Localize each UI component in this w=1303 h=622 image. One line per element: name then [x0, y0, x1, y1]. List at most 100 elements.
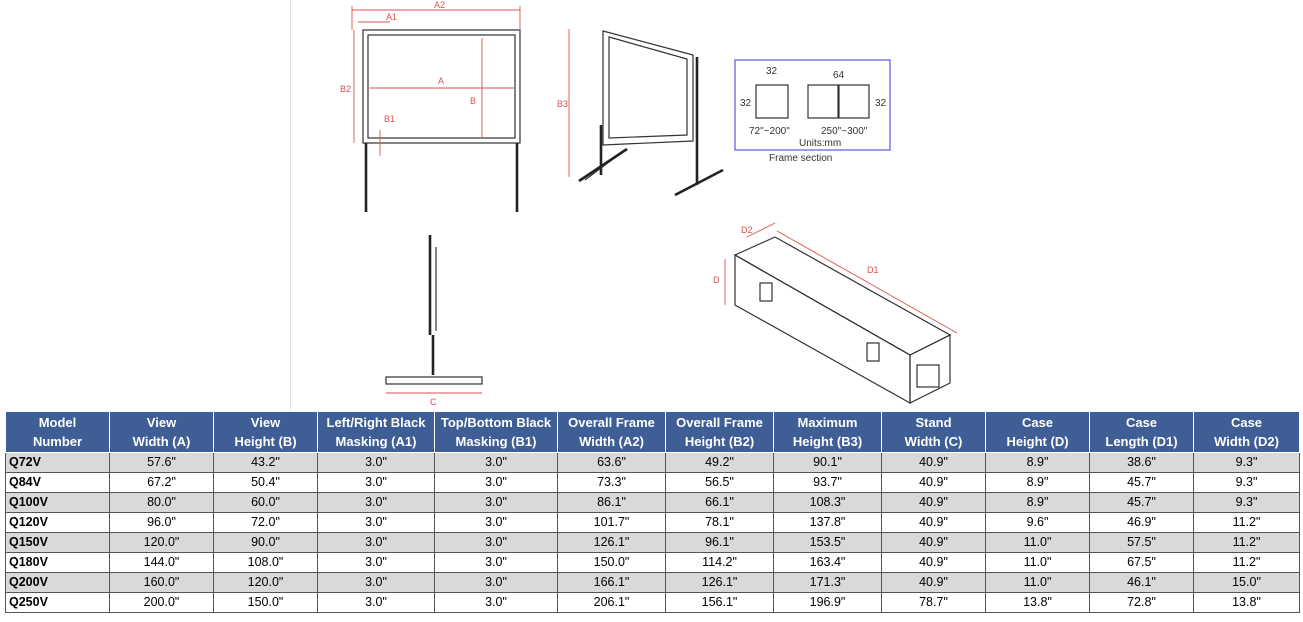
value-cell: 3.0" [434, 532, 558, 553]
value-cell: 40.9" [881, 552, 986, 573]
value-cell: 11.0" [985, 532, 1090, 553]
column-header-line: Height (B3) [792, 434, 863, 449]
value-cell: 101.7" [557, 512, 666, 533]
model-cell: Q120V [5, 512, 110, 533]
column-header-line: Masking (B1) [455, 434, 537, 449]
column-header-line: Width (A2) [579, 434, 644, 449]
column-header-line: Model [38, 415, 77, 430]
value-cell: 3.0" [434, 512, 558, 533]
value-cell: 3.0" [317, 452, 435, 473]
value-cell: 49.2" [665, 452, 774, 473]
value-cell: 171.3" [773, 572, 882, 593]
carry-case-drawing: D2 D1 D [713, 222, 958, 405]
value-cell: 13.8" [985, 592, 1090, 613]
value-cell: 11.0" [985, 552, 1090, 573]
frame-units: Units:mm [799, 138, 841, 149]
value-cell: 80.0" [109, 492, 214, 513]
value-cell: 3.0" [317, 572, 435, 593]
column-header-line: Masking (A1) [335, 434, 417, 449]
column-header-line: View [146, 415, 177, 430]
model-cell: Q100V [5, 492, 110, 513]
column-header-line: Top/Bottom Black [440, 415, 552, 430]
value-cell: 93.7" [773, 472, 882, 493]
value-cell: 96.0" [109, 512, 214, 533]
model-cell: Q200V [5, 572, 110, 593]
column-header-line: Height (D) [1006, 434, 1069, 449]
value-cell: 15.0" [1193, 572, 1300, 593]
dim-b2-label: B2 [340, 84, 351, 94]
value-cell: 40.9" [881, 472, 986, 493]
value-cell: 150.0" [557, 552, 666, 573]
value-cell: 120.0" [213, 572, 318, 593]
value-cell: 78.7" [881, 592, 986, 613]
value-cell: 156.1" [665, 592, 774, 613]
value-cell: 3.0" [317, 492, 435, 513]
value-cell: 206.1" [557, 592, 666, 613]
frame-range-right: 250"~300" [821, 126, 868, 137]
model-cell: Q180V [5, 552, 110, 573]
value-cell: 40.9" [881, 452, 986, 473]
column-header-line: Height (B2) [684, 434, 755, 449]
value-cell: 90.0" [213, 532, 318, 553]
column-header-line: Case [1230, 415, 1263, 430]
value-cell: 67.2" [109, 472, 214, 493]
value-cell: 108.3" [773, 492, 882, 513]
frame-range-left: 72"~200" [749, 126, 790, 137]
column-header-line: Length (D1) [1105, 434, 1178, 449]
value-cell: 60.0" [213, 492, 318, 513]
value-cell: 72.8" [1089, 592, 1194, 613]
stand-view-drawing: C [385, 235, 483, 407]
column-header-line: Maximum [797, 415, 858, 430]
column-header-line: Number [32, 434, 83, 449]
value-cell: 40.9" [881, 572, 986, 593]
column-header-line: Width (C) [904, 434, 963, 449]
technical-drawings: A2 A1 A B B2 B1 B3 32 64 32 32 72"~200" … [290, 0, 958, 410]
dim-b1-label: B1 [384, 114, 395, 124]
column-header-line: Width (A) [132, 434, 191, 449]
value-cell: 144.0" [109, 552, 214, 573]
column-header-line: Case [1021, 415, 1054, 430]
value-cell: 78.1" [665, 512, 774, 533]
value-cell: 9.3" [1193, 452, 1300, 473]
divider [290, 0, 291, 410]
value-cell: 96.1" [665, 532, 774, 553]
dim-c-label: C [430, 397, 437, 407]
value-cell: 67.5" [1089, 552, 1194, 573]
column-header-line: Width (D2) [1214, 434, 1279, 449]
value-cell: 3.0" [317, 472, 435, 493]
model-cell: Q250V [5, 592, 110, 613]
value-cell: 43.2" [213, 452, 318, 473]
value-cell: 3.0" [434, 472, 558, 493]
value-cell: 3.0" [434, 592, 558, 613]
value-cell: 137.8" [773, 512, 882, 533]
value-cell: 126.1" [665, 572, 774, 593]
value-cell: 56.5" [665, 472, 774, 493]
model-cell: Q150V [5, 532, 110, 553]
value-cell: 3.0" [434, 492, 558, 513]
dim-b3-label: B3 [557, 99, 568, 109]
column-header-line: Overall Frame [568, 415, 655, 430]
value-cell: 73.3" [557, 472, 666, 493]
value-cell: 8.9" [985, 452, 1090, 473]
value-cell: 3.0" [317, 552, 435, 573]
value-cell: 108.0" [213, 552, 318, 573]
value-cell: 86.1" [557, 492, 666, 513]
front-view-drawing: A2 A1 A B B2 B1 [340, 0, 521, 212]
value-cell: 38.6" [1089, 452, 1194, 473]
value-cell: 3.0" [317, 512, 435, 533]
column-header-line: Left/Right Black [326, 415, 426, 430]
value-cell: 8.9" [985, 492, 1090, 513]
dim-a1-label: A1 [386, 12, 397, 22]
